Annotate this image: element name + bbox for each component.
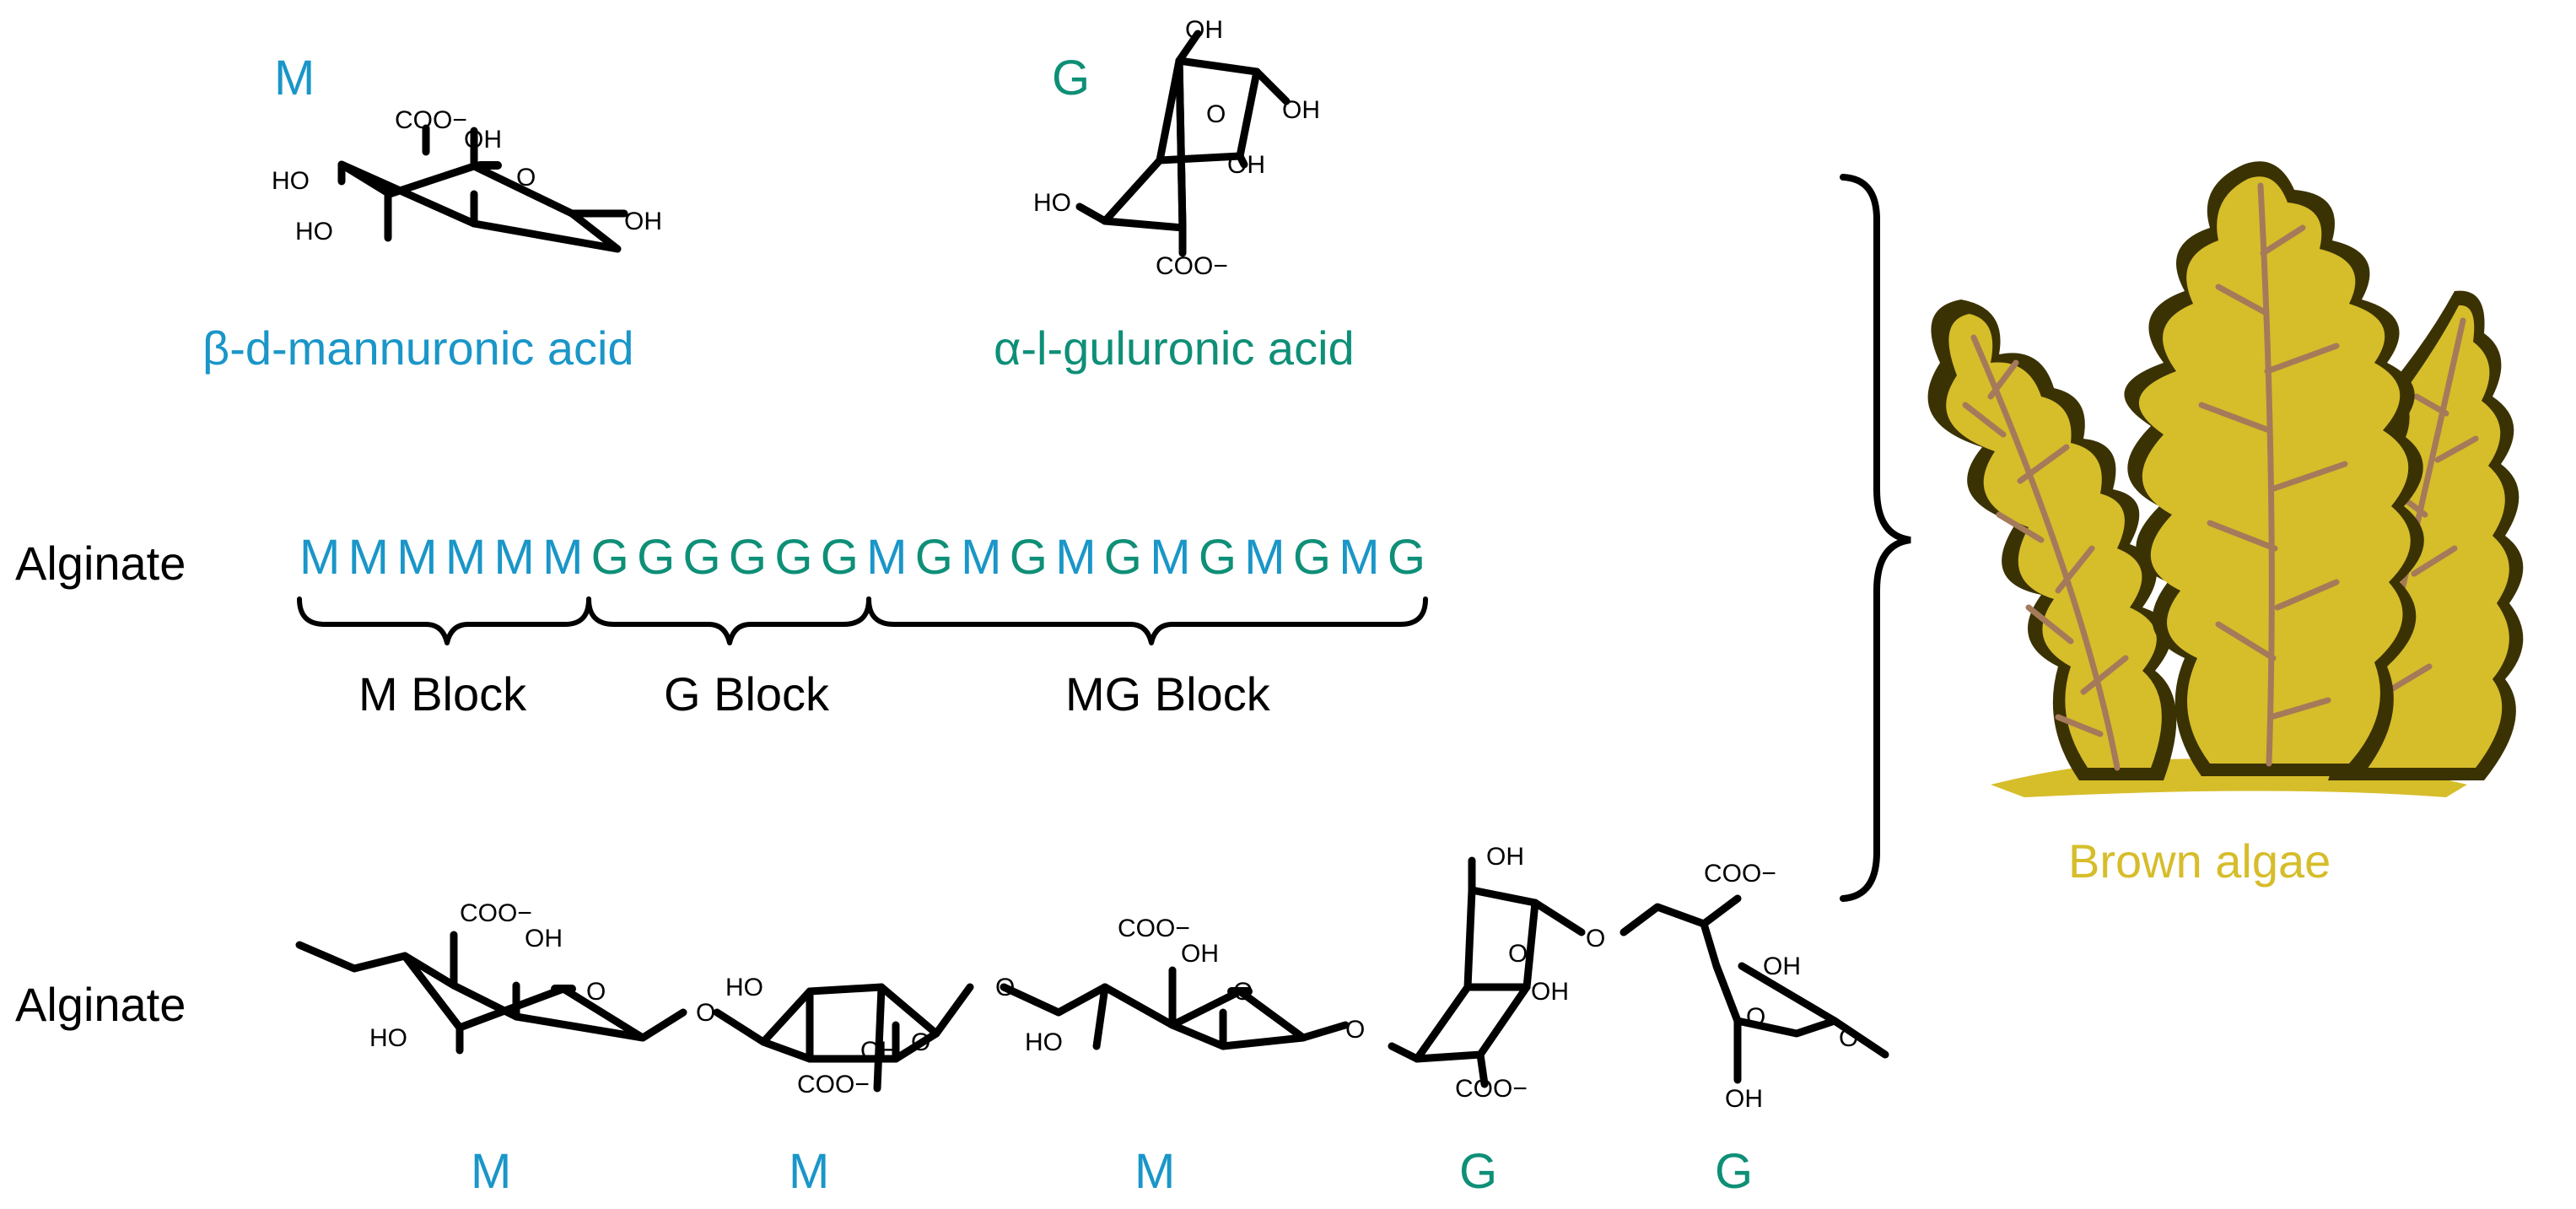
- chain-unit-letter: G: [1715, 1144, 1753, 1199]
- g-letter: G: [1052, 51, 1090, 105]
- chain-link-o-3: O: [1345, 1016, 1365, 1044]
- brown-algae-illustration: [1927, 161, 2524, 797]
- m-monomer-name: β-d-mannuronic acid: [202, 321, 634, 375]
- mg-block-brace: [866, 596, 1428, 645]
- sequence-segment: G: [1010, 530, 1048, 585]
- m-ho-lower: HO: [295, 218, 333, 246]
- g-monomer: G OH OH O OH HO COO− α-l-guluronic acid: [994, 16, 1355, 375]
- chain-row-label: Alginate: [15, 978, 186, 1031]
- algae-label: Brown algae: [2068, 834, 2331, 888]
- g-oh-top: OH: [1185, 16, 1223, 44]
- g-oh-mid: OH: [1227, 151, 1265, 179]
- chain-ho-3: HO: [1025, 1028, 1063, 1056]
- sequence-row-label: Alginate: [15, 537, 186, 590]
- m-letter: M: [274, 51, 315, 105]
- m-coo-label: COO−: [395, 106, 467, 134]
- g-ho-left: HO: [1033, 189, 1071, 217]
- chain-unit-letter: M: [471, 1144, 511, 1199]
- g-block-brace: [586, 596, 871, 645]
- sequence-segment: GGGGGG: [591, 530, 859, 585]
- chain-ho-2: HO: [725, 974, 763, 1001]
- block-label-m: M Block: [358, 667, 527, 721]
- chain-coo-2: COO−: [797, 1071, 870, 1098]
- chain-ring-o-2: O: [911, 1028, 930, 1056]
- chain-unit-letter: M: [789, 1144, 829, 1199]
- sequence-segment: M: [1150, 530, 1190, 585]
- m-ring-o: O: [516, 164, 536, 192]
- chain-ho-1: HO: [369, 1024, 407, 1052]
- center-frond: [2138, 176, 2411, 764]
- chain-oh-4-top: OH: [1486, 843, 1524, 871]
- g-monomer-name: α-l-guluronic acid: [994, 321, 1355, 375]
- block-label-g: G Block: [664, 667, 830, 721]
- chain-ring-o-4: O: [1508, 940, 1528, 968]
- sequence-segment: G: [1104, 530, 1142, 585]
- chain-ring-o-3: O: [1233, 978, 1253, 1006]
- algae-brace: [1840, 174, 1911, 902]
- m-oh-right: OH: [624, 208, 662, 235]
- chain-coo-5: COO−: [1704, 860, 1776, 888]
- sequence-segment: M: [1244, 530, 1285, 585]
- g-oh-right: OH: [1282, 96, 1320, 124]
- chain-oh-4: OH: [1531, 978, 1569, 1006]
- sequence-segment: M: [1055, 530, 1096, 585]
- m-block-brace: [297, 596, 591, 645]
- chain-unit-letter: G: [1459, 1144, 1497, 1199]
- sequence-segment: M: [1339, 530, 1379, 585]
- sequence-segment: M: [961, 530, 1001, 585]
- chain-coo-1: COO−: [460, 899, 532, 927]
- sequence-segment: G: [915, 530, 953, 585]
- m-ho-upper: HO: [272, 167, 310, 195]
- chain-oh-5-bottom: OH: [1725, 1085, 1763, 1113]
- g-coo-label: COO−: [1156, 252, 1228, 280]
- m-oh-top: OH: [464, 126, 502, 154]
- chain-link-o-4: O: [1586, 925, 1605, 953]
- sequence-segment: G: [1388, 530, 1425, 585]
- center-frond-veins: [2198, 182, 2348, 767]
- chain-oh-5: OH: [1763, 953, 1801, 980]
- sequence-segment: M: [866, 530, 907, 585]
- chain-oh-3: OH: [1181, 940, 1219, 968]
- chain-unit-letter: M: [1134, 1144, 1175, 1199]
- chain-structure: [295, 856, 1889, 1093]
- sequence-segment: G: [1199, 530, 1237, 585]
- chain-link-o-1: O: [696, 999, 715, 1027]
- sequence-segment: G: [1293, 530, 1331, 585]
- chain-coo-3: COO−: [1118, 915, 1190, 942]
- chain-ring-o-5: O: [1746, 1003, 1765, 1031]
- chain-oh-1: OH: [525, 925, 563, 953]
- left-frond-veins: [1962, 334, 2129, 771]
- chain-link-o-2: O: [995, 974, 1015, 1001]
- chain-oh-2: OH: [860, 1037, 898, 1065]
- chain-row: Alginate: [15, 843, 1889, 1199]
- block-braces: [297, 596, 1428, 645]
- chain-ring-o-1: O: [586, 978, 606, 1006]
- block-label-mg: MG Block: [1065, 667, 1271, 721]
- g-ring-o: O: [1206, 100, 1226, 128]
- chain-coo-4: COO−: [1455, 1075, 1528, 1103]
- g-monomer-structure: [1075, 30, 1291, 257]
- sequence-segment: MMMMMM: [299, 530, 583, 585]
- m-monomer-structure: [337, 124, 628, 253]
- chain-link-o-5: O: [1839, 1024, 1858, 1052]
- m-monomer: M COO− OH HO HO O OH β-d-mannuronic acid: [202, 51, 662, 375]
